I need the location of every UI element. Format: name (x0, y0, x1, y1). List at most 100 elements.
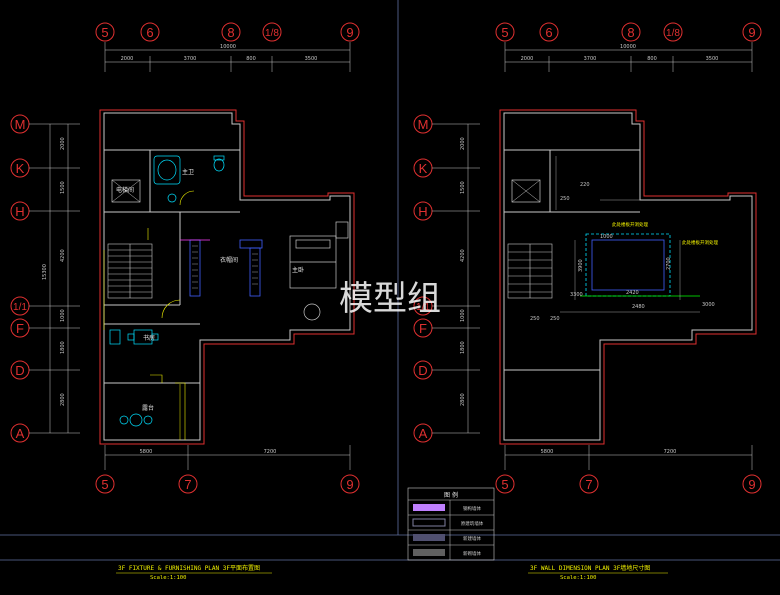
axis-label: 9 (748, 477, 755, 492)
axis-label: K (16, 161, 25, 176)
dim-note: 2700 (666, 257, 672, 270)
axis-label: M (418, 117, 429, 132)
axis-bubble: A (413, 423, 433, 443)
axis-label: 8 (627, 25, 634, 40)
left-title-block: 3F FIXTURE & FURNISHING PLAN 3F平面布置图 Sca… (116, 564, 272, 581)
room-label: 露台 (142, 404, 154, 412)
opening-note: 此处楼板开洞处理 (682, 239, 718, 246)
legend-swatch (413, 549, 445, 556)
legend-swatch (413, 534, 445, 541)
axis-label: D (418, 363, 427, 378)
dim-segment: 1800 (460, 341, 466, 354)
right-top-dimensions (504, 42, 753, 72)
legend: 图 例 钢构墙体 原建筑墙体 新建墙体 新砌墙体 (407, 487, 495, 561)
dim-segment: 800 (647, 56, 657, 62)
dim-segment: 3500 (706, 56, 719, 62)
left-top-dimensions (104, 42, 351, 72)
left-doors (147, 190, 195, 440)
dim-note: 250 (560, 196, 570, 202)
dim-segment: 3700 (184, 56, 197, 62)
axis-bubble: 7 (178, 474, 198, 494)
left-wall-accents (103, 250, 181, 440)
room-label: 书房 (143, 334, 155, 342)
dim-segment: 1000 (460, 309, 466, 322)
legend-item-label: 新砌墙体 (463, 550, 481, 557)
right-top-axis-bubbles: 5 6 8 1/8 9 (495, 22, 762, 42)
sheet-frame (0, 0, 780, 561)
dim-segment: 2000 (460, 137, 466, 150)
left-closet-racks (180, 239, 263, 297)
dim-note: 1000 (600, 234, 613, 240)
dim-total: 15300 (42, 264, 48, 280)
dim-segment: 2800 (60, 393, 66, 406)
axis-label: H (15, 204, 24, 219)
axis-label: 5 (101, 477, 108, 492)
axis-bubble: F (413, 318, 433, 338)
dim-note: 3000 (702, 302, 715, 308)
left-room-labels: 主卫 电梯间 衣帽间 主卧 书房 露台 (116, 168, 304, 412)
axis-label: 1/8 (666, 28, 680, 39)
dim-segment: 1500 (460, 181, 466, 194)
axis-bubble: 7 (579, 474, 599, 494)
axis-bubble: D (413, 360, 433, 380)
dim-note: 2420 (626, 290, 639, 296)
axis-label: 9 (346, 25, 353, 40)
left-walls (99, 109, 355, 445)
dim-note: 220 (580, 182, 590, 188)
axis-label: 1/8 (265, 28, 279, 39)
dim-segment: 5800 (140, 449, 153, 455)
dim-segment: 3500 (305, 56, 318, 62)
axis-label: D (15, 363, 24, 378)
axis-bubble: 9 (340, 474, 360, 494)
right-bottom-dimensions (504, 445, 753, 470)
right-plan: 5 6 8 1/8 9 10000 2000 3700 800 3500 M K… (407, 22, 762, 581)
axis-bubble: 5 (495, 22, 515, 42)
axis-bubble: 9 (742, 22, 762, 42)
dim-segment: 2800 (460, 393, 466, 406)
axis-bubble: 8 (621, 22, 641, 42)
left-side-dimension-texts: 15300 2000 1500 4200 1000 1800 2800 (42, 137, 66, 406)
right-floor-openings (555, 156, 700, 313)
axis-label: A (16, 426, 25, 441)
room-label: 主卫 (182, 168, 194, 176)
dim-segment: 1500 (60, 181, 66, 194)
axis-label: 1/1 (13, 302, 27, 313)
axis-label: H (418, 204, 427, 219)
left-bottom-axis-bubbles: 5 7 9 (95, 474, 360, 494)
dim-note: 2480 (632, 304, 645, 310)
left-bottom-dimensions (104, 445, 351, 470)
axis-bubble: A (10, 423, 30, 443)
dim-note: 3900 (578, 259, 584, 272)
axis-label: 8 (227, 25, 234, 40)
axis-label: 5 (101, 25, 108, 40)
left-elevator (111, 179, 141, 203)
axis-label: 6 (146, 25, 153, 40)
right-annotation-texts: 此处楼板开洞处理 此处楼板开洞处理 220 250 2420 3900 2480… (530, 182, 718, 322)
axis-label: 6 (545, 25, 552, 40)
axis-label: 9 (748, 25, 755, 40)
legend-swatch (412, 518, 446, 527)
dim-segment: 4200 (460, 249, 466, 262)
legend-item-label: 原建筑墙体 (461, 520, 484, 527)
dim-total: 10000 (620, 44, 636, 50)
axis-bubble: 9 (340, 22, 360, 42)
axis-bubble: 9 (742, 474, 762, 494)
room-label: 衣帽间 (220, 256, 238, 264)
dim-segment: 5800 (541, 449, 554, 455)
dim-segment: 2000 (521, 56, 534, 62)
dim-note: 3300 (570, 292, 583, 298)
left-bed (289, 221, 349, 321)
right-side-axis-lines (432, 123, 480, 434)
right-side-dimension-texts: 2000 1500 4200 1000 1800 2800 (460, 137, 466, 406)
left-bathroom-fixtures (153, 155, 225, 203)
axis-bubble: 6 (539, 22, 559, 42)
axis-bubble: 6 (140, 22, 160, 42)
left-plan: 5 6 8 1/8 9 (10, 22, 360, 581)
left-stair (107, 243, 153, 299)
axis-label: 7 (585, 477, 592, 492)
axis-bubble: 8 (221, 22, 241, 42)
left-study-furniture (109, 329, 159, 345)
axis-bubble: 1/8 (262, 22, 282, 42)
dim-total: 10000 (220, 44, 236, 50)
